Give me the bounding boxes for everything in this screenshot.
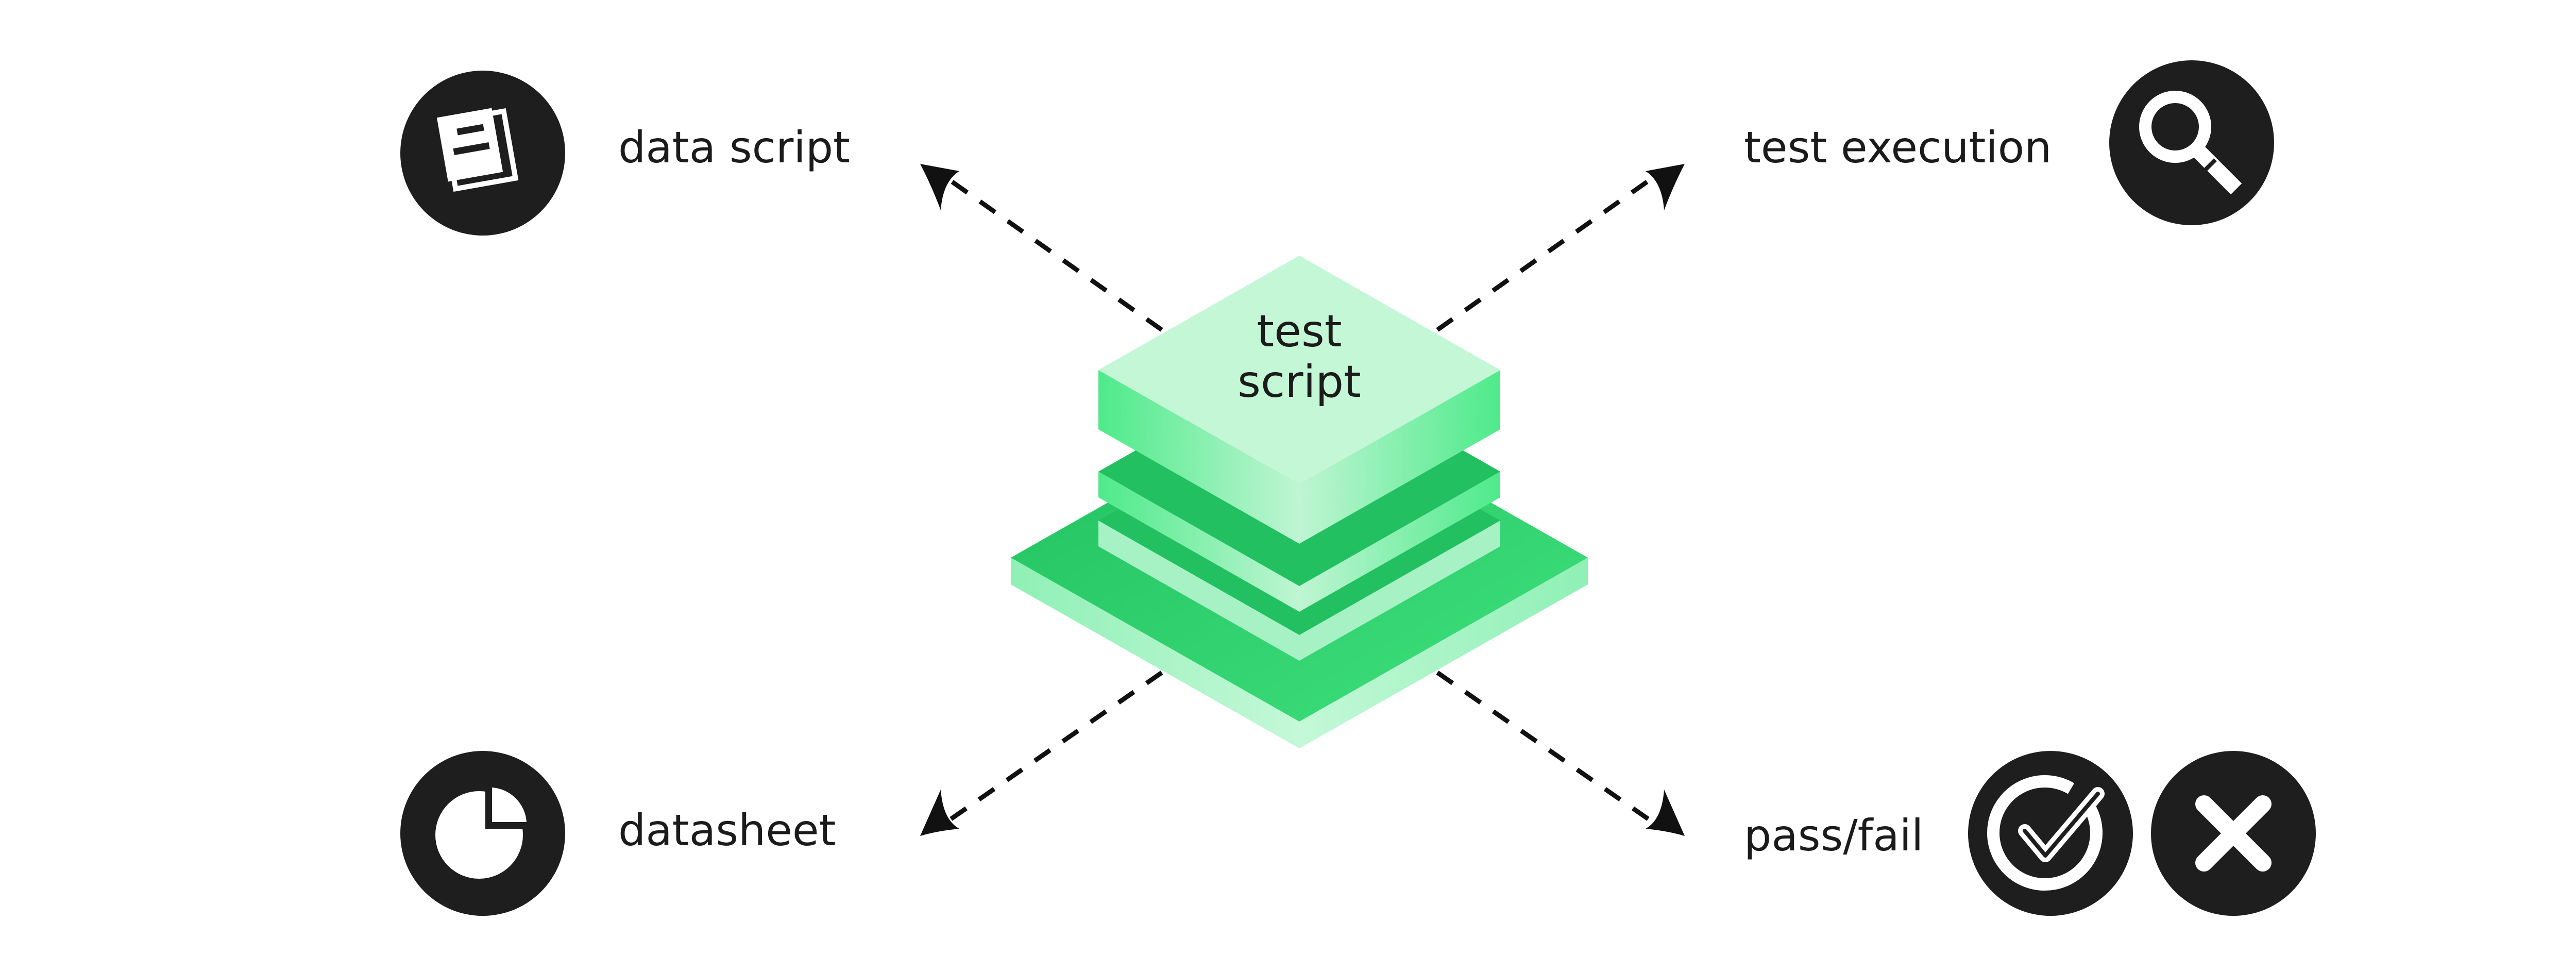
datasheet-node: datasheet — [400, 751, 836, 916]
test-execution-node: test execution — [1744, 60, 2274, 225]
pie-chart-icon — [400, 751, 565, 916]
data-script-label: data script — [618, 122, 850, 173]
pass-fail-node: pass/fail — [1744, 751, 2316, 916]
top-layer — [1098, 256, 1500, 544]
document-icon — [400, 71, 565, 236]
data-script-node: data script — [400, 71, 850, 236]
datasheet-label: datasheet — [618, 805, 836, 856]
magnifier-icon — [2109, 60, 2274, 225]
test-execution-label: test execution — [1744, 122, 2052, 173]
center-label-line1: test — [1257, 306, 1342, 357]
center-label-line2: script — [1238, 356, 1361, 408]
check-circle-icon — [1968, 751, 2133, 916]
x-icon — [2151, 751, 2316, 916]
arrow-to-datasheet — [920, 671, 1163, 836]
arrow-to-data-script — [920, 164, 1163, 332]
arrow-to-pass-fail — [1436, 671, 1685, 836]
arrow-to-test-execution — [1436, 164, 1685, 332]
layer-stack: test script — [1011, 256, 1588, 748]
pass-fail-label: pass/fail — [1744, 810, 1923, 861]
